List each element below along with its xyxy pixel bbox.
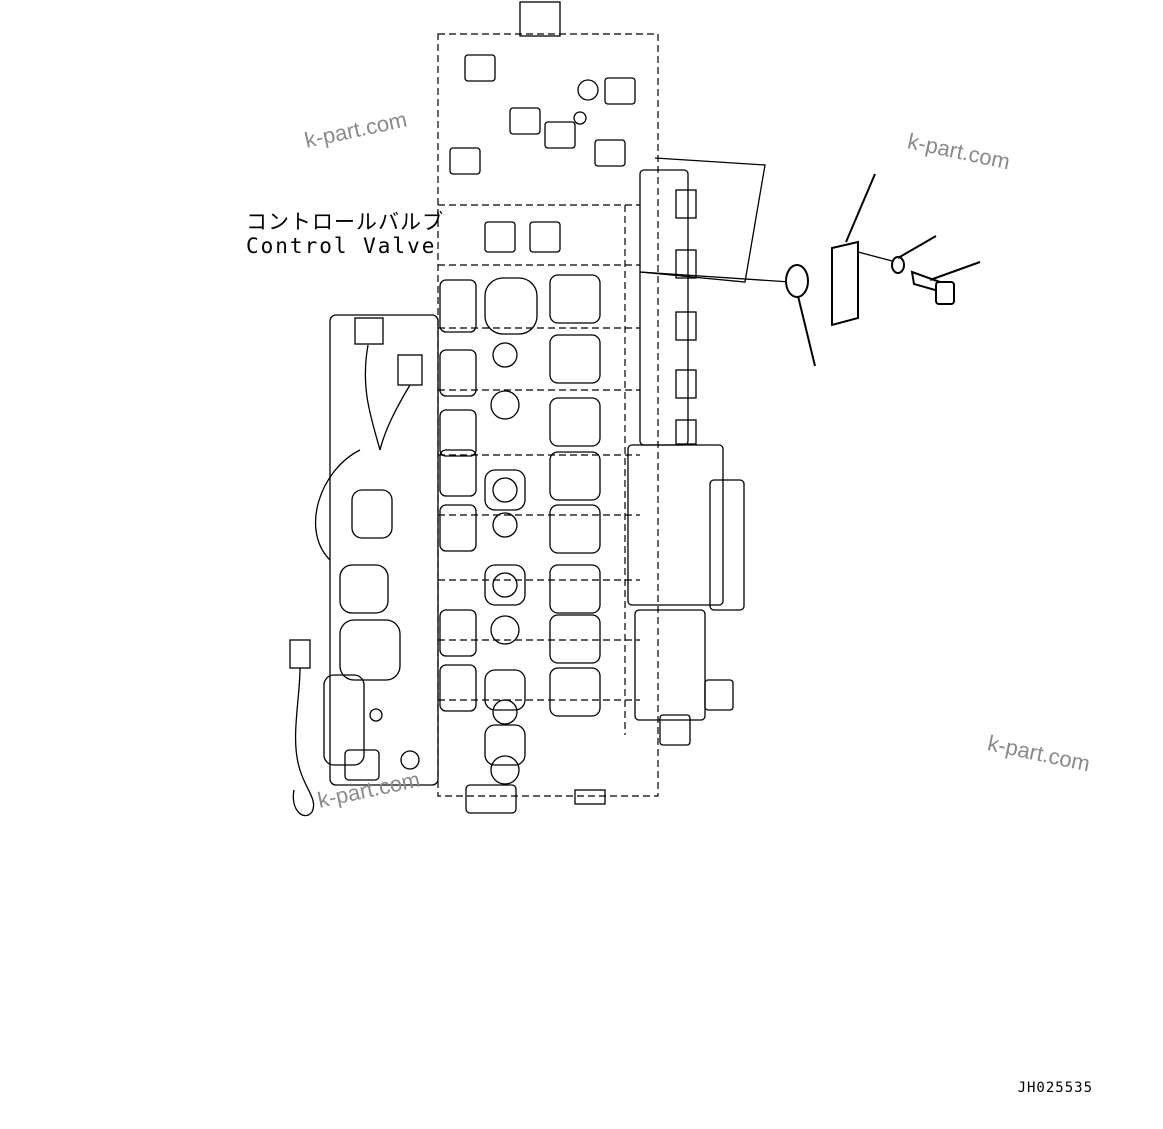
spool-caps [439,277,538,785]
solenoid-harness [289,314,439,817]
right-plugs [549,274,601,717]
exploded-parts [639,157,981,367]
cover-plate-icon [831,240,859,327]
washer-icon [891,256,905,274]
bottom-bosses [465,784,606,814]
side-valves [627,169,745,746]
part-name-japanese: コントロールバルブ [246,210,444,234]
part-name-english: Control Valve [246,234,437,258]
valve-body [437,33,659,797]
top-plugs [449,1,636,253]
drawing-code: JH025535 [1017,1080,1093,1096]
o-ring-icon [785,264,809,298]
